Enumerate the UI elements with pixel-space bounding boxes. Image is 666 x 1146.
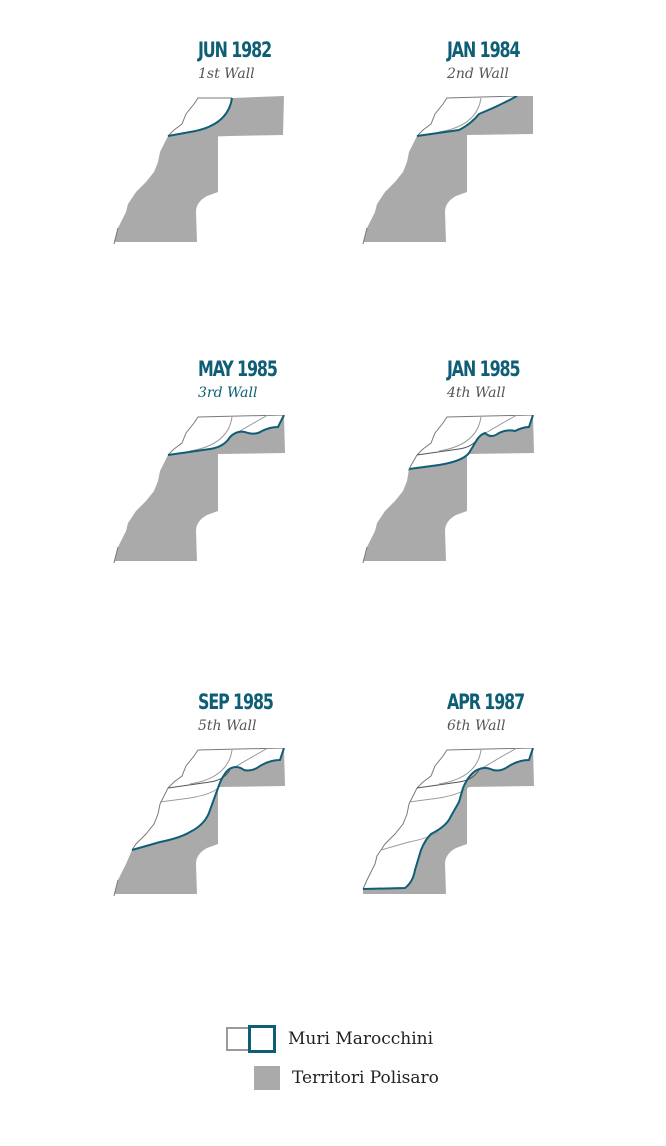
- map-panel-3: MAY 1985 3rd Wall: [110, 357, 310, 617]
- country-border: [416, 96, 518, 137]
- country-border: [113, 546, 119, 564]
- territory-area: [114, 748, 285, 894]
- wall-line: [131, 748, 285, 851]
- wall-line: [408, 415, 534, 470]
- old-wall-line: [167, 769, 231, 789]
- legend-walls-row: Muri Marocchini: [226, 1025, 433, 1053]
- legend-walls-label: Muri Marocchini: [288, 1029, 434, 1049]
- territory-area: [363, 415, 534, 561]
- country-border: [167, 415, 285, 456]
- western-sahara-map-1: [113, 96, 284, 245]
- panel-date: JAN 1984: [447, 38, 521, 62]
- western-sahara-map-2: [362, 96, 533, 245]
- western-sahara-map-3: [113, 415, 285, 564]
- panel-wall-label: 5th Wall: [198, 718, 257, 734]
- country-border: [362, 454, 418, 564]
- territory-area: [417, 96, 533, 138]
- panel-wall-label: 4th Wall: [447, 385, 506, 401]
- country-border: [362, 748, 534, 890]
- territory-swatch: [254, 1066, 280, 1090]
- map-panel-6: APR 1987 6th Wall: [359, 690, 559, 950]
- panel-date: JAN 1985: [447, 357, 521, 381]
- panel-date: SEP 1985: [198, 690, 274, 714]
- old-wall-line: [416, 769, 480, 789]
- new-wall-swatch: [248, 1025, 276, 1053]
- western-sahara-map-6: [362, 748, 534, 894]
- territory-area: [168, 415, 285, 457]
- old-wall-swatch: [226, 1027, 250, 1051]
- country-border: [113, 879, 119, 897]
- country-border: [167, 97, 232, 137]
- map-panel-1: JUN 1982 1st Wall: [110, 38, 310, 298]
- panel-wall-label: 1st Wall: [198, 66, 255, 82]
- wall-line: [416, 96, 518, 137]
- old-wall-line: [438, 97, 482, 133]
- country-border: [362, 227, 368, 245]
- territory-area: [114, 133, 218, 242]
- panel-wall-label: 6th Wall: [447, 718, 506, 734]
- western-sahara-map-4: [362, 415, 534, 564]
- map-legend: Muri Marocchini Territori Polisaro: [226, 1025, 486, 1095]
- panel-date: JUN 1982: [198, 38, 272, 62]
- wall-line: [167, 97, 233, 137]
- panel-wall-label: 2nd Wall: [447, 66, 509, 82]
- wall-line: [167, 415, 285, 456]
- territory-area: [363, 133, 467, 242]
- wall-line: [362, 748, 534, 890]
- territory-area: [114, 452, 218, 561]
- country-border: [113, 227, 119, 245]
- panel-date: MAY 1985: [198, 357, 278, 381]
- territory-area: [168, 96, 284, 138]
- panel-date: APR 1987: [447, 690, 525, 714]
- map-panel-2: JAN 1984 2nd Wall: [359, 38, 559, 298]
- legend-territory-label: Territori Polisaro: [292, 1068, 439, 1088]
- country-border: [408, 415, 534, 471]
- panel-wall-label: 3rd Wall: [198, 385, 258, 401]
- western-sahara-map-5: [113, 748, 285, 897]
- legend-territory-row: Territori Polisaro: [226, 1066, 439, 1090]
- old-wall-line: [189, 416, 233, 452]
- map-panel-4: JAN 1985 4th Wall: [359, 357, 559, 617]
- map-panel-5: SEP 1985 5th Wall: [110, 690, 310, 950]
- old-wall-line: [380, 748, 518, 851]
